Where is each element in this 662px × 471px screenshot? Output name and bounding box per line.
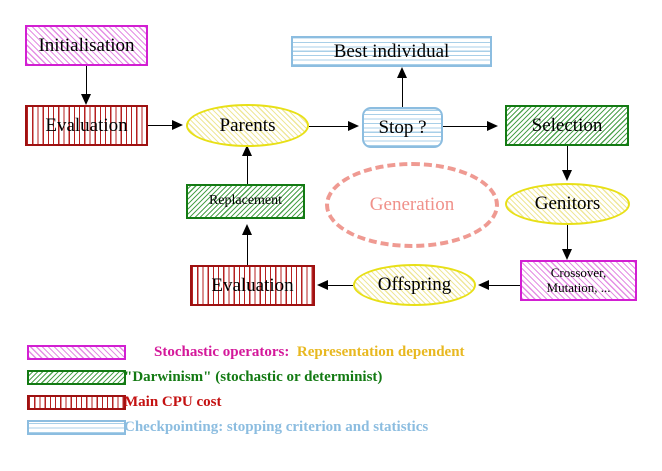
legend-label-primary: Stochastic operators: bbox=[154, 344, 290, 360]
node-replacement[interactable]: Replacement bbox=[186, 184, 305, 219]
legend-swatch-checkpointing bbox=[27, 420, 126, 435]
node-offspring[interactable]: Offspring bbox=[353, 264, 476, 306]
node-stop[interactable]: Stop ? bbox=[362, 107, 443, 148]
arrowhead-offspring-to-evaluation bbox=[317, 280, 328, 290]
legend: Stochastic operators: Representation dep… bbox=[0, 340, 662, 440]
connector-initialisation-to-evaluation bbox=[86, 66, 87, 99]
connector-selection-to-genitors bbox=[567, 146, 568, 178]
arrowhead-stop-to-best-individual bbox=[397, 67, 407, 78]
arrowhead-evaluation-to-replacement bbox=[242, 224, 252, 235]
arrowhead-crossover-to-offspring bbox=[478, 280, 489, 290]
node-generation-cycle: Generation bbox=[325, 162, 499, 248]
node-genitors[interactable]: Genitors bbox=[505, 183, 630, 225]
connector-parents-to-stop bbox=[309, 126, 354, 127]
legend-label-spacer bbox=[289, 344, 297, 360]
connector-evaluation-to-replacement bbox=[247, 230, 248, 265]
arrowhead-stop-to-selection bbox=[487, 121, 498, 131]
node-selection[interactable]: Selection bbox=[505, 105, 629, 146]
legend-label-checkpointing: Checkpointing: stopping criterion and st… bbox=[124, 419, 429, 435]
arrowhead-selection-to-genitors bbox=[562, 170, 572, 181]
arrowhead-parents-to-stop bbox=[348, 121, 359, 131]
arrowhead-replacement-to-parents bbox=[242, 145, 252, 156]
connector-stop-to-best-individual bbox=[402, 72, 403, 108]
node-parents[interactable]: Parents bbox=[186, 104, 309, 147]
arrowhead-genitors-to-crossover bbox=[562, 249, 572, 260]
node-best-individual[interactable]: Best individual bbox=[291, 36, 492, 67]
node-initialisation[interactable]: Initialisation bbox=[25, 25, 148, 66]
node-crossover-mutation[interactable]: Crossover, Mutation, ... bbox=[520, 260, 637, 301]
legend-label-secondary: Representation dependent bbox=[296, 344, 465, 360]
connector-stop-to-selection bbox=[443, 126, 492, 127]
connector-evaluation-to-parents bbox=[148, 125, 178, 126]
connector-genitors-to-crossover bbox=[567, 225, 568, 257]
arrowhead-evaluation-to-parents bbox=[172, 120, 183, 130]
node-evaluation-top[interactable]: Evaluation bbox=[25, 105, 148, 146]
legend-label-main-cpu-cost: Main CPU cost bbox=[124, 394, 222, 410]
connector-crossover-to-offspring bbox=[484, 285, 520, 286]
legend-row: Main CPU cost bbox=[0, 390, 662, 415]
connector-replacement-to-parents bbox=[247, 152, 248, 184]
arrowhead-initialisation-to-evaluation bbox=[81, 94, 91, 105]
legend-swatch-darwinism bbox=[27, 370, 126, 385]
legend-label-darwinism: "Darwinism" (stochastic or determinist) bbox=[124, 369, 383, 385]
legend-label-stochastic-operators: Stochastic operators: Representation dep… bbox=[124, 327, 465, 378]
legend-swatch-main-cpu-cost bbox=[27, 395, 126, 410]
connector-offspring-to-evaluation bbox=[322, 285, 353, 286]
node-evaluation-bottom[interactable]: Evaluation bbox=[190, 265, 315, 306]
legend-row: Checkpointing: stopping criterion and st… bbox=[0, 415, 662, 440]
legend-swatch-stochastic-operators bbox=[27, 345, 126, 360]
legend-row: "Darwinism" (stochastic or determinist) bbox=[0, 365, 662, 390]
legend-row: Stochastic operators: Representation dep… bbox=[0, 340, 662, 365]
